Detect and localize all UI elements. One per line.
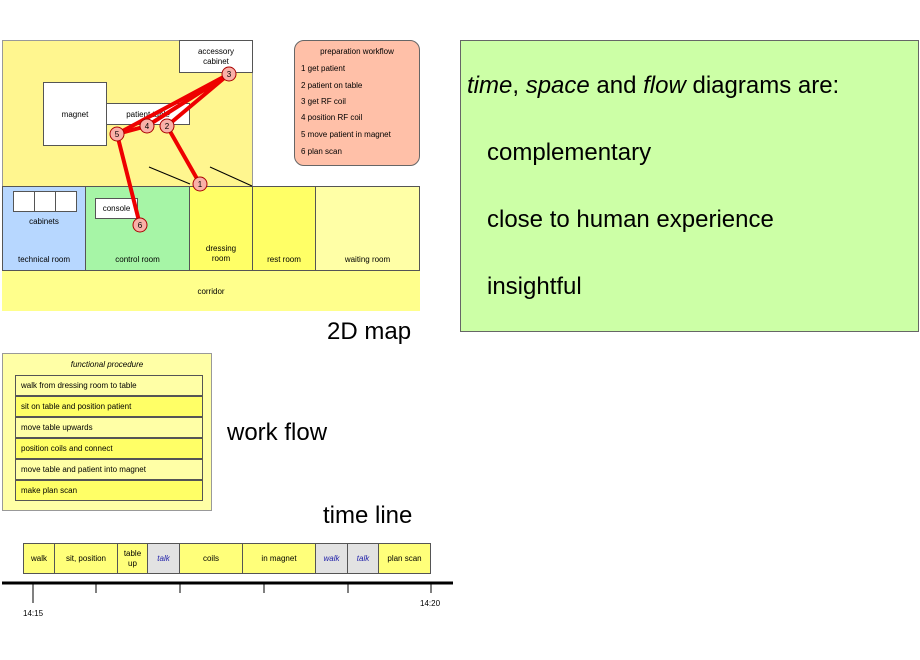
procedure-step: move table upwards xyxy=(15,417,203,438)
corridor: corridor xyxy=(2,271,420,311)
summary-point-human-experience: close to human experience xyxy=(487,206,774,233)
procedure-step: make plan scan xyxy=(15,480,203,501)
time-start-label: 14:15 xyxy=(23,609,44,618)
cabinet-unit xyxy=(13,191,36,212)
rest-room: rest room xyxy=(252,186,316,271)
prep-step-6: 6 plan scan xyxy=(301,147,342,156)
prep-step-1: 1 get patient xyxy=(301,64,346,73)
rest-room-label: rest room xyxy=(267,255,301,264)
prep-workflow-panel: preparation workflow 1 get patient 2 pat… xyxy=(294,40,420,166)
technical-room: cabinets technical room xyxy=(2,186,86,271)
waiting-room: waiting room xyxy=(315,186,420,271)
prep-step-4: 4 position RF coil xyxy=(301,113,363,122)
technical-room-label: technical room xyxy=(17,255,71,264)
accessory-cabinet-label: accessory cabinet xyxy=(197,46,234,66)
dressing-room: dressing room xyxy=(189,186,253,271)
prep-workflow-title: preparation workflow xyxy=(320,47,394,56)
corridor-label: corridor xyxy=(197,286,225,296)
intro-flow: flow xyxy=(643,72,686,99)
control-room-label: control room xyxy=(115,255,160,264)
time-end-label: 14:20 xyxy=(420,599,441,608)
cabinets-label: cabinets xyxy=(29,217,59,226)
summary-point-insightful: insightful xyxy=(487,273,582,300)
prep-step-2: 2 patient on table xyxy=(301,81,363,90)
control-room: console control room xyxy=(85,186,190,271)
summary-point-complementary: complementary xyxy=(487,139,652,166)
intro-space: space xyxy=(525,72,590,99)
timeline-segment-walk-2: walk xyxy=(315,543,348,574)
patient-table-label: patient table xyxy=(126,109,170,119)
procedure-step: move table and patient into magnet xyxy=(15,459,203,480)
timeline-segment-talk: talk xyxy=(147,543,180,574)
summary-panel: time, space and flow diagrams are: compl… xyxy=(460,40,919,332)
dressing-room-label: dressing room xyxy=(205,244,237,263)
functional-procedure-panel: functional procedure walk from dressing … xyxy=(2,353,212,511)
functional-procedure-title: functional procedure xyxy=(70,360,144,369)
magnet-label: magnet xyxy=(61,109,89,119)
prep-step-3: 3 get RF coil xyxy=(301,97,346,106)
cabinet-unit xyxy=(34,191,57,212)
console-label: console xyxy=(102,204,131,213)
time-line-label: time line xyxy=(323,502,413,529)
summary-intro: time, space and flow diagrams are: xyxy=(467,72,839,100)
time-axis xyxy=(2,581,453,603)
accessory-cabinet: accessory cabinet xyxy=(179,40,253,73)
timeline-segment-in-magnet: in magnet xyxy=(242,543,316,574)
map-label: 2D map xyxy=(327,318,412,345)
patient-table: patient table xyxy=(106,103,190,125)
timeline-segment-table-up: table up xyxy=(117,543,148,574)
work-flow-label: work flow xyxy=(227,419,328,446)
cabinet-unit xyxy=(55,191,77,212)
prep-step-5: 5 move patient in magnet xyxy=(301,130,391,139)
intro-sep-1: , xyxy=(512,72,526,99)
timeline-segment-sit: sit, position xyxy=(54,543,118,574)
console: console xyxy=(95,198,138,219)
intro-sep-2: and xyxy=(589,72,644,99)
timeline-segment-talk-2: talk xyxy=(347,543,379,574)
intro-tail: diagrams are: xyxy=(685,72,840,99)
timeline-segment-plan-scan: plan scan xyxy=(378,543,431,574)
timeline-segment-coils: coils xyxy=(179,543,243,574)
intro-time: time xyxy=(467,72,513,99)
procedure-step: position coils and connect xyxy=(15,438,203,459)
timeline-segment-walk: walk xyxy=(23,543,55,574)
procedure-step: walk from dressing room to table xyxy=(15,375,203,396)
procedure-step: sit on table and position patient xyxy=(15,396,203,417)
magnet: magnet xyxy=(43,82,107,146)
waiting-room-label: waiting room xyxy=(344,255,391,264)
